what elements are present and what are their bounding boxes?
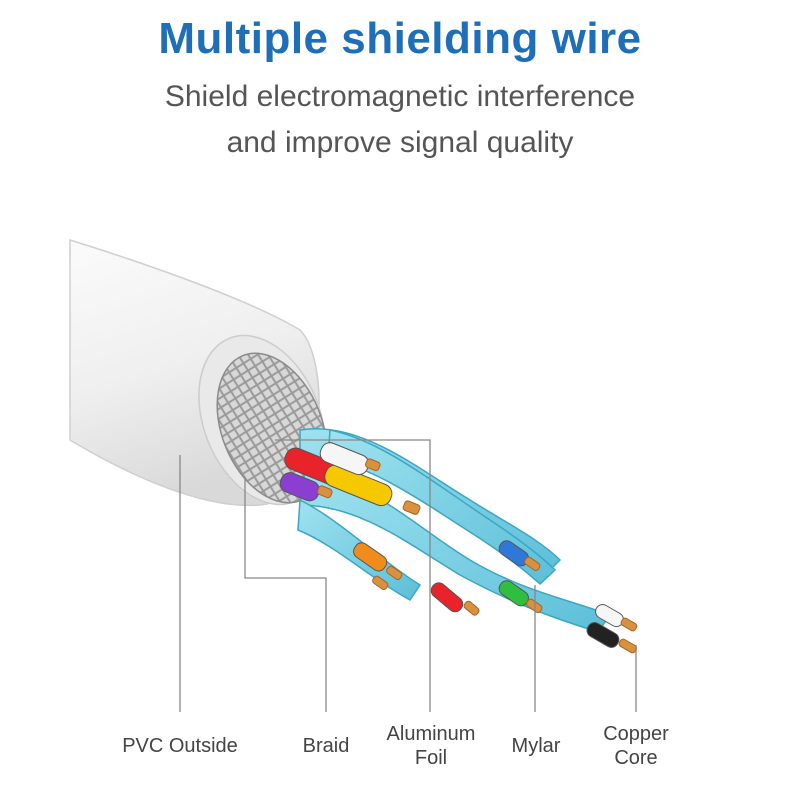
label-pvc-outside: PVC Outside xyxy=(122,735,238,757)
copper-tip-8 xyxy=(526,598,543,614)
label-copper-core: Copper Core xyxy=(603,723,669,769)
copper-tip-10 xyxy=(620,617,638,632)
leader-braid xyxy=(244,478,327,712)
inner-wires xyxy=(279,442,624,648)
subtitle-line-1: Shield electromagnetic interference xyxy=(164,80,636,113)
label-braid: Braid xyxy=(302,735,350,757)
foil-pair-4 xyxy=(327,429,557,586)
wire-black xyxy=(586,622,620,648)
copper-tip-4 xyxy=(386,565,403,581)
copper-cores xyxy=(317,458,638,654)
page-title: Multiple shielding wire xyxy=(158,14,642,63)
copper-tip-2 xyxy=(402,500,421,515)
copper-tip-3 xyxy=(317,485,333,499)
wire-red-2 xyxy=(430,582,464,613)
label-aluminum-foil: Aluminum Foil xyxy=(386,723,476,769)
copper-tip-5 xyxy=(372,575,389,591)
copper-tip-9 xyxy=(618,638,637,654)
subtitle-line-2: and improve signal quality xyxy=(226,126,574,159)
wire-yellow xyxy=(324,464,393,507)
leader-lines xyxy=(179,439,637,712)
copper-tip-1 xyxy=(365,458,381,472)
label-mylar: Mylar xyxy=(511,735,561,757)
copper-tip-7 xyxy=(463,600,480,616)
leader-foil xyxy=(275,439,431,712)
copper-tip-6 xyxy=(524,556,541,572)
wire-orange xyxy=(353,542,388,572)
